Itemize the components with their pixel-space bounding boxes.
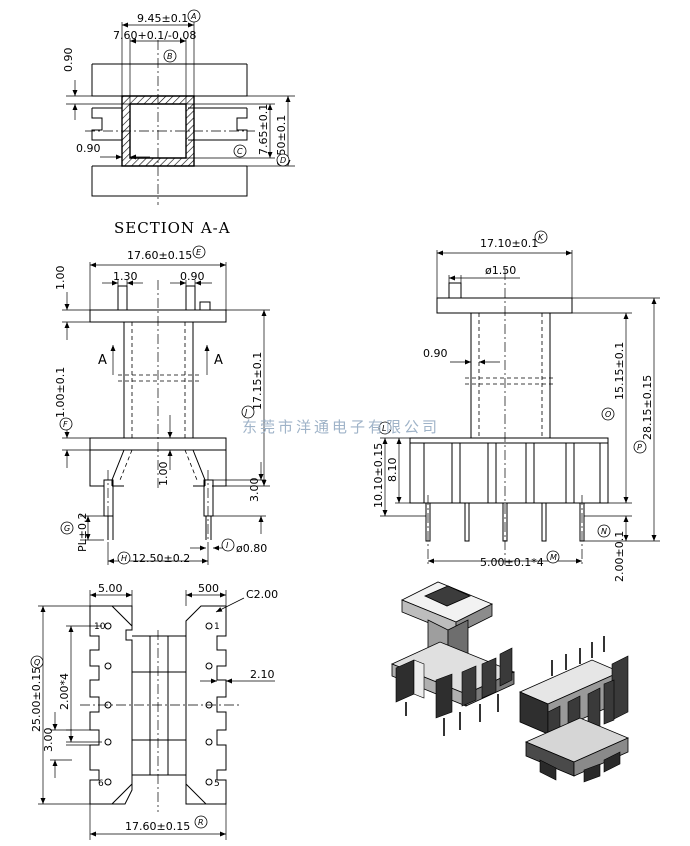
dim-offset: 2.10 (250, 668, 275, 681)
dim-side-t: 0.90 (423, 347, 448, 360)
dim-K: 17.10±0.1 (480, 237, 538, 250)
bubble-G: G (64, 524, 70, 533)
dim-D: 9.50±0.1 (275, 115, 288, 166)
bubble-C: C (237, 147, 243, 156)
isometric-view-lower (519, 636, 630, 783)
dim-wall-side: 0.90 (76, 142, 101, 155)
isometric-view-upper (390, 581, 516, 736)
dim-hole: ø1.50 (485, 264, 516, 277)
bubble-I: I (226, 541, 229, 550)
dim-I: ø0.80 (236, 542, 267, 555)
dim-O: 15.15±0.1 (613, 342, 626, 400)
dim-pitch: 2.00*4 (58, 673, 71, 710)
bubble-H: H (121, 554, 127, 563)
side-view: 17.10±0.1 K ø1.50 0.90 10.10±0.15 L 8.10… (372, 230, 660, 582)
dim-slot: 1.00 (157, 462, 170, 487)
dim-J: 17.15±0.1 (251, 352, 264, 410)
bubble-N: N (601, 527, 607, 536)
bubble-Q: Q (34, 658, 40, 667)
dim-E: 17.60±0.15 (127, 249, 192, 262)
dim-base-h: 8.10 (386, 458, 399, 483)
section-label: SECTION A-A (114, 219, 231, 237)
pin-number-1: 1 (214, 622, 220, 632)
dim-wall-top: 0.90 (62, 48, 75, 73)
pin-number-5: 5 (214, 779, 220, 789)
dim-L: 10.10±0.15 (372, 443, 385, 508)
dim-gap: 3.00 (42, 728, 55, 753)
dim-G: PL±0.2 (76, 513, 89, 552)
bubble-M: M (550, 553, 557, 562)
dim-N: 2.00±0.1 (613, 531, 626, 582)
bubble-L: L (382, 424, 386, 433)
dim-M: 5.00±0.1*4 (480, 556, 544, 569)
dim-top-w2: 500 (198, 582, 219, 595)
dim-pin-w1: 1.30 (113, 270, 138, 283)
front-view: A A 17.60±0.15 E 1.30 0.90 1.00 1.00±0.1… (54, 245, 270, 565)
dim-F: 1.00±0.1 (54, 367, 67, 418)
bubble-K: K (538, 233, 544, 242)
dim-pin-w2: 0.90 (180, 270, 205, 283)
watermark: 东莞市洋通电子有限公司 (242, 418, 440, 436)
dim-B: 7.60+0.1/-0.08 (113, 29, 196, 42)
pin-number-10: 10 (94, 622, 106, 632)
bubble-E: E (196, 248, 202, 257)
top-view: 10 1 6 5 5.00 500 C2.00 25.00±0.15 Q 2.0… (30, 582, 278, 840)
bubble-J: J (243, 408, 248, 417)
dim-Q: 25.00±0.15 (30, 667, 43, 732)
dim-H: 12.50±0.2 (132, 552, 190, 565)
dim-C: 7.65±0.1 (257, 104, 270, 155)
bubble-D: D (280, 156, 286, 165)
bubble-P: P (637, 443, 642, 452)
dim-chamfer: C2.00 (246, 588, 278, 601)
cut-label-right: A (214, 353, 223, 368)
pin-holes (104, 622, 213, 786)
bubble-A: A (190, 12, 196, 21)
bubble-O: O (605, 410, 611, 419)
dim-pin-h: 3.00 (248, 478, 261, 503)
bubble-R: R (198, 818, 204, 827)
dim-A: 9.45±0.1 (137, 12, 188, 25)
bubble-F: F (63, 420, 68, 429)
dim-R: 17.60±0.15 (125, 820, 190, 833)
pin-number-6: 6 (98, 779, 104, 789)
cut-label-left: A (98, 353, 107, 368)
bubble-B: B (167, 52, 173, 61)
dim-flange-t: 1.00 (54, 266, 67, 291)
dim-top-w1: 5.00 (98, 582, 123, 595)
section-view: 9.45±0.1 7.60+0.1/-0.08 0.90 0.90 7.65±0… (62, 9, 295, 237)
dim-P: 28.15±0.15 (641, 375, 654, 440)
